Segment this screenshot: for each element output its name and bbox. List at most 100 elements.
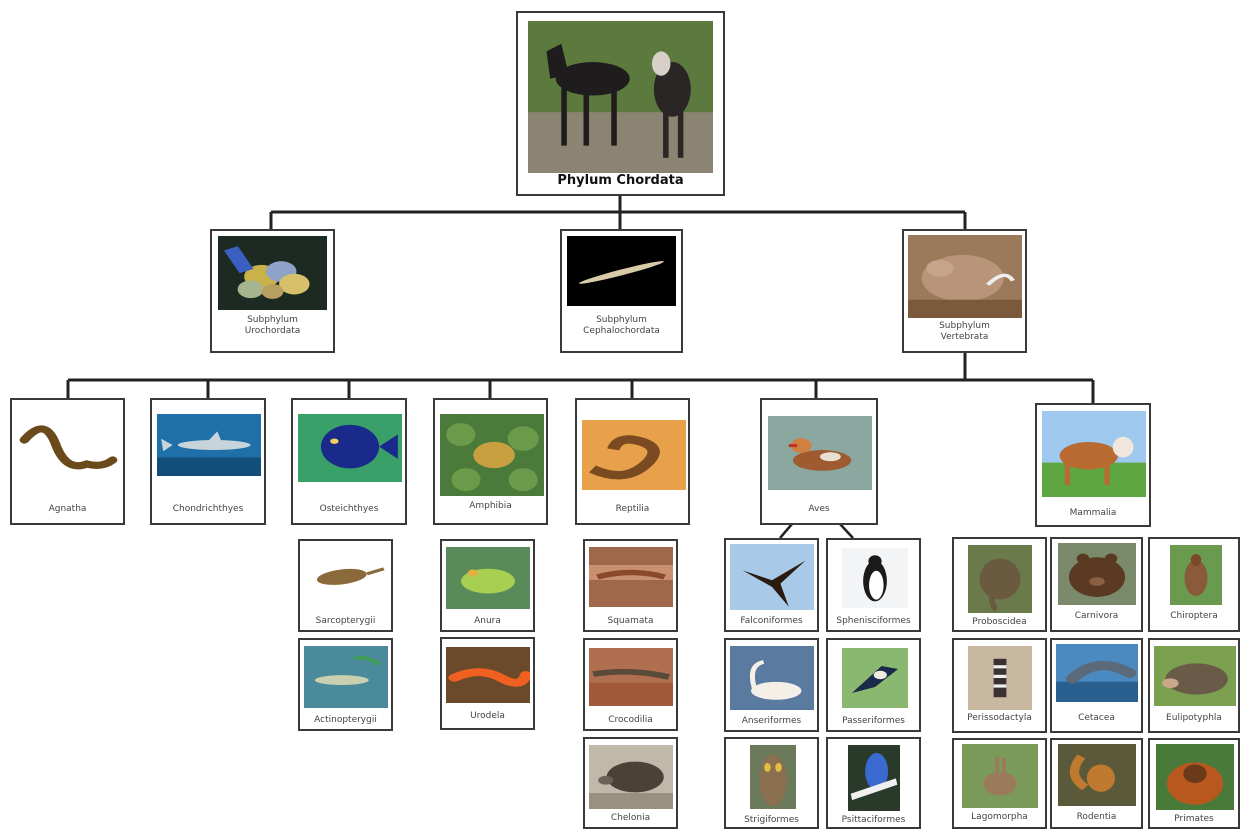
node-label: Crocodilia xyxy=(608,715,653,725)
zebra-photo xyxy=(968,646,1032,710)
hare-photo xyxy=(962,744,1038,808)
node-label: Proboscidea xyxy=(972,617,1027,627)
squirrel-photo xyxy=(1058,744,1136,806)
node-label: Chiroptera xyxy=(1170,611,1218,621)
node-label: Aves xyxy=(808,504,830,514)
parrot-photo xyxy=(848,745,900,811)
node-order-psittaciformes: Psittaciformes xyxy=(826,737,921,829)
node-label: Psittaciformes xyxy=(841,815,906,825)
shark-photo xyxy=(157,414,261,476)
cow-photo xyxy=(1042,411,1146,497)
orangutan-photo xyxy=(1156,744,1234,810)
duck-photo xyxy=(768,416,872,490)
crocodile-photo xyxy=(589,648,673,706)
node-subphylum-cephalochordata: Subphylum Cephalochordata xyxy=(560,229,683,353)
swallow-photo xyxy=(842,648,908,708)
tree-frog-photo xyxy=(446,547,530,609)
node-order-primates: Primates xyxy=(1148,738,1240,829)
node-label: Passeriformes xyxy=(842,716,905,726)
node-order-carnivora: Carnivora xyxy=(1050,537,1143,632)
node-label: Reptilia xyxy=(615,504,650,514)
toad-photo xyxy=(440,414,544,496)
bear-photo xyxy=(1058,543,1136,605)
dolphin-photo xyxy=(1056,644,1138,702)
node-label: Phylum Chordata xyxy=(557,173,684,188)
ray-finned-fish-photo xyxy=(304,646,388,708)
tortoise-photo xyxy=(589,745,673,809)
node-order-anseriformes: Anseriformes xyxy=(724,638,819,732)
node-order-lagomorpha: Lagomorpha xyxy=(952,738,1047,829)
node-subphylum-vertebrata: Subphylum Vertebrata xyxy=(902,229,1027,353)
node-order-actinopterygii: Actinopterygii xyxy=(298,638,393,731)
lizard-photo xyxy=(589,547,673,607)
lancelet-photo xyxy=(567,236,676,306)
node-label: Cetacea xyxy=(1078,713,1115,723)
node-class-reptilia: Reptilia xyxy=(575,398,690,525)
snake-photo xyxy=(582,420,686,490)
node-order-strigiformes: Strigiformes xyxy=(724,737,819,829)
node-label: Mammalia xyxy=(1069,508,1117,518)
node-order-urodela: Urodela xyxy=(440,637,535,730)
node-order-squamata: Squamata xyxy=(583,539,678,632)
node-class-amphibia: Amphibia xyxy=(433,398,548,525)
node-class-mammalia: Mammalia xyxy=(1035,403,1151,527)
node-order-chelonia: Chelonia xyxy=(583,737,678,829)
node-label: Subphylum Urochordata xyxy=(244,315,301,336)
node-label: Carnivora xyxy=(1074,611,1119,621)
node-order-chiroptera: Chiroptera xyxy=(1148,537,1240,632)
node-label: Rodentia xyxy=(1076,812,1117,822)
node-label: Anseriformes xyxy=(741,716,802,726)
warthog-photo xyxy=(908,235,1022,318)
node-label: Anura xyxy=(474,616,501,626)
node-label: Perissodactyla xyxy=(967,713,1032,723)
angelfish-photo xyxy=(298,414,402,482)
root-connector xyxy=(269,195,967,229)
owl-photo xyxy=(750,745,796,809)
swan-photo xyxy=(730,646,814,710)
node-label: Subphylum Cephalochordata xyxy=(583,315,660,336)
node-order-anura: Anura xyxy=(440,539,535,632)
node-order-proboscidea: Proboscidea xyxy=(952,537,1047,632)
node-order-crocodilia: Crocodilia xyxy=(583,638,678,731)
eagle-photo xyxy=(730,544,814,610)
node-order-sarcopterygii: Sarcopterygii xyxy=(298,539,393,632)
node-order-perissodactyla: Perissodactyla xyxy=(952,638,1047,733)
node-label: Actinopterygii xyxy=(314,715,377,725)
newt-photo xyxy=(446,647,530,703)
node-label: Strigiformes xyxy=(744,815,799,825)
lamprey-photo xyxy=(16,408,120,488)
node-order-sphenisciformes: Sphenisciformes xyxy=(826,538,921,632)
hedgehog-photo xyxy=(1154,646,1236,706)
node-label: Urodela xyxy=(470,711,505,721)
node-label: Chelonia xyxy=(610,813,651,823)
node-label: Osteichthyes xyxy=(319,504,379,514)
lungfish-photo xyxy=(304,549,388,611)
bat-photo xyxy=(1170,545,1222,605)
node-order-falconiformes: Falconiformes xyxy=(724,538,819,632)
node-label: Squamata xyxy=(607,616,654,626)
aves-connector xyxy=(779,523,854,539)
node-subphylum-urochordata: Subphylum Urochordata xyxy=(210,229,335,353)
sea-squirts-photo xyxy=(218,236,327,310)
node-class-agnatha: Agnatha xyxy=(10,398,125,525)
node-order-eulipotyphla: Eulipotyphla xyxy=(1148,638,1240,733)
node-label: Agnatha xyxy=(48,504,87,514)
vertebrata-connector xyxy=(66,352,1095,403)
node-order-cetacea: Cetacea xyxy=(1050,638,1143,733)
node-class-osteichthyes: Osteichthyes xyxy=(291,398,407,525)
node-label: Sphenisciformes xyxy=(836,616,911,626)
node-label: Chondrichthyes xyxy=(172,504,244,514)
horses-photo xyxy=(528,21,713,173)
node-label: Falconiformes xyxy=(740,616,803,626)
node-label: Lagomorpha xyxy=(971,812,1028,822)
node-class-chondrichthyes: Chondrichthyes xyxy=(150,398,266,525)
node-label: Subphylum Vertebrata xyxy=(939,321,990,342)
node-label: Sarcopterygii xyxy=(315,616,376,626)
node-class-aves: Aves xyxy=(760,398,878,525)
node-order-passeriformes: Passeriformes xyxy=(826,638,921,732)
node-label: Primates xyxy=(1174,814,1214,824)
elephant-photo xyxy=(968,545,1032,613)
penguin-photo xyxy=(842,548,908,608)
